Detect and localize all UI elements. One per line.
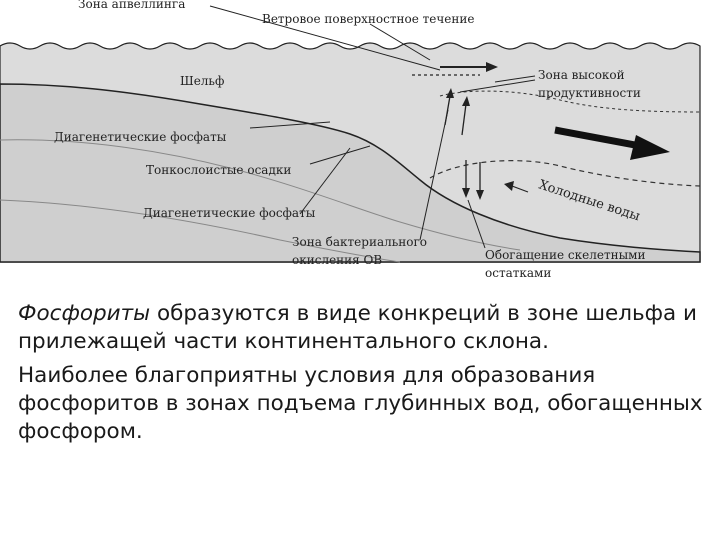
label-high-productivity-2: продуктивности (538, 86, 641, 100)
upwelling-phosphorite-diagram: Зона апвеллинга Ветровое поверхностное т… (0, 0, 720, 290)
term-phosphorites: Фосфориты (18, 301, 150, 326)
description-text: Фосфориты образуются в виде конкреций в … (18, 300, 718, 452)
label-bacterial-zone-2: окисления ОВ (292, 253, 382, 267)
label-high-productivity-1: Зона высокой (538, 68, 625, 82)
label-skeletal-enrichment-2: остатками (485, 266, 551, 280)
label-skeletal-enrichment-1: Обогащение скелетными (485, 248, 645, 262)
label-diagenetic-phosphates-1: Диагенетические фосфаты (54, 130, 227, 144)
paragraph-2: Наиболее благоприятны условия для образо… (18, 362, 718, 446)
label-thin-layer-sediments: Тонкослоистые осадки (146, 163, 291, 177)
paragraph-1: Фосфориты образуются в виде конкреций в … (18, 300, 718, 356)
label-wind-current: Ветровое поверхностное течение (262, 12, 474, 26)
label-shelf: Шельф (180, 74, 224, 88)
label-diagenetic-phosphates-2: Диагенетические фосфаты (143, 206, 316, 220)
label-upwelling-zone: Зона апвеллинга (78, 0, 185, 11)
label-bacterial-zone-1: Зона бактериального (292, 235, 427, 249)
